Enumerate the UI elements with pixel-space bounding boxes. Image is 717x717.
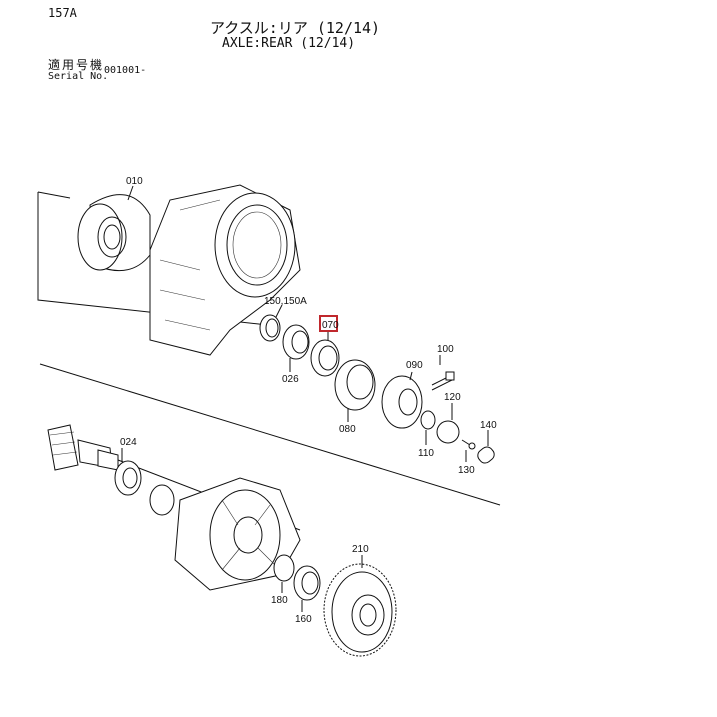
label-070: 070 xyxy=(322,320,339,331)
label-010: 010 xyxy=(126,176,143,187)
label-026: 026 xyxy=(282,374,299,385)
label-110: 110 xyxy=(418,448,434,459)
label-090: 090 xyxy=(406,360,423,371)
title-english: AXLE:REAR (12/14) xyxy=(222,36,356,51)
part-026-bearing[interactable] xyxy=(282,324,310,372)
part-210-ring-gear[interactable] xyxy=(323,555,397,657)
pinion-shaft[interactable] xyxy=(47,424,119,471)
label-100: 100 xyxy=(437,344,454,355)
serial-value: 001001- xyxy=(104,65,147,76)
label-024: 024 xyxy=(120,437,137,448)
label-150: 150,150A xyxy=(264,296,307,307)
part-100-bolt[interactable] xyxy=(431,355,455,391)
part-140-lock-plate[interactable] xyxy=(475,430,496,466)
part-150-ring[interactable] xyxy=(259,304,283,342)
label-130: 130 xyxy=(458,465,475,476)
label-180: 180 xyxy=(271,595,288,606)
label-120: 120 xyxy=(444,392,461,403)
label-080: 080 xyxy=(339,424,356,435)
part-130-bolt[interactable] xyxy=(461,439,476,462)
part-010-cover[interactable] xyxy=(77,185,151,272)
part-024-bearing[interactable] xyxy=(114,448,142,496)
serial-label-japanese: 適用号機 xyxy=(48,58,105,72)
label-210: 210 xyxy=(352,544,369,555)
part-110-washer[interactable] xyxy=(420,410,436,445)
part-080-plate[interactable] xyxy=(334,359,376,422)
serial-label: Serial No. xyxy=(48,71,109,82)
page-id: 157A xyxy=(48,6,77,20)
title-japanese: アクスル:リア (12/14) xyxy=(210,19,381,37)
axle-housing[interactable] xyxy=(149,184,301,356)
highlight-box xyxy=(319,315,338,332)
snap-ring[interactable] xyxy=(149,484,175,516)
differential-carrier[interactable] xyxy=(174,477,301,591)
part-120-plate[interactable] xyxy=(436,403,460,444)
part-180-ring[interactable] xyxy=(273,554,295,593)
part-070-seal[interactable] xyxy=(310,315,340,377)
part-160-bearing[interactable] xyxy=(293,565,321,612)
part-090-flange[interactable] xyxy=(381,371,423,429)
label-140: 140 xyxy=(480,420,497,431)
label-160: 160 xyxy=(295,614,312,625)
